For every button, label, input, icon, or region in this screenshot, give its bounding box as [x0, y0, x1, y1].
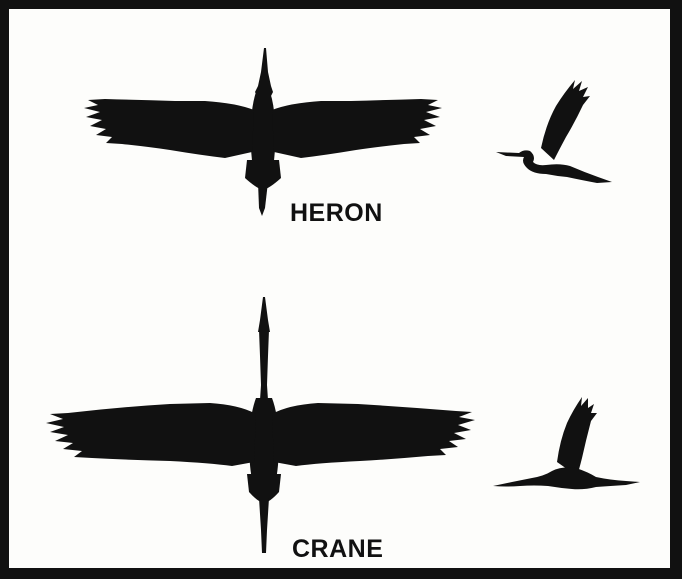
- crane-label: CRANE: [292, 537, 383, 562]
- heron-side-silhouette: [496, 80, 612, 183]
- crane-side-silhouette: [493, 397, 640, 489]
- heron-label: HERON: [290, 201, 383, 226]
- crane-topdown-silhouette: [46, 297, 475, 553]
- heron-topdown-silhouette: [84, 48, 442, 216]
